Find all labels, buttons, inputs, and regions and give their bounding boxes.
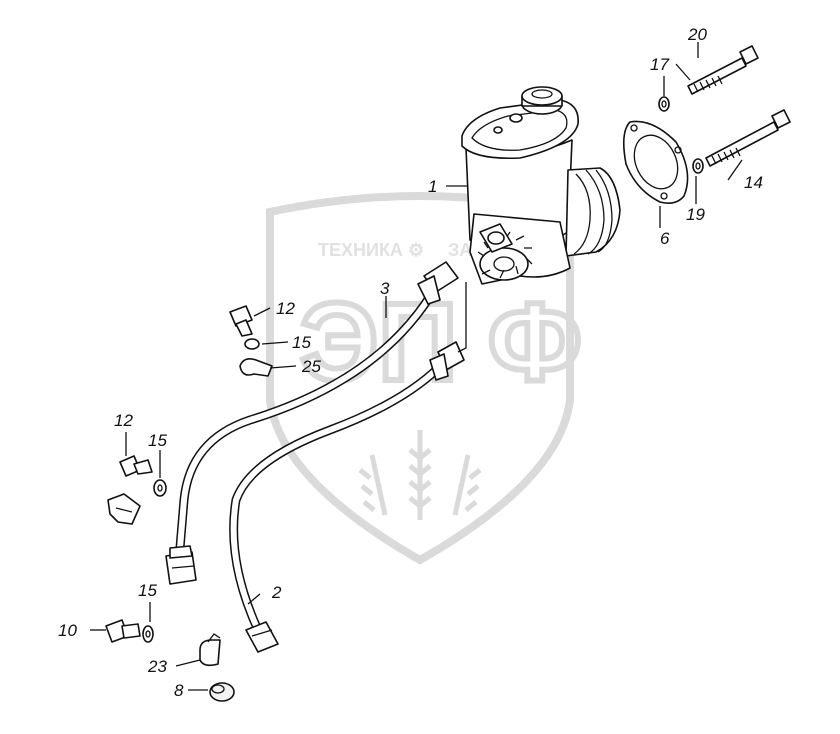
- label-20: 20: [687, 25, 707, 44]
- label-19: 19: [686, 205, 705, 224]
- hose-2-upper-fitting: [429, 341, 465, 381]
- washer-15-upper: [244, 338, 260, 350]
- callout-labels: 1 2 3 6 8 10 12 12 14 15 15 15 17 19 20 …: [58, 25, 763, 700]
- washer-15-middle: [153, 479, 167, 497]
- hose-2-lower-nut: [245, 621, 279, 653]
- bolt-10: [105, 619, 141, 643]
- watermark-logo: ЭП Ф: [300, 281, 582, 404]
- washer-19: [692, 158, 704, 174]
- washer-15-lower: [142, 625, 154, 643]
- leader-lines: [90, 42, 743, 691]
- label-6: 6: [660, 229, 670, 248]
- label-23: 23: [147, 657, 167, 676]
- clamp-25: [239, 358, 273, 377]
- clamp-23: [199, 633, 221, 667]
- label-25: 25: [301, 357, 321, 376]
- hose-2: [229, 341, 465, 653]
- gasket-plate: [622, 120, 689, 204]
- hose-3: [165, 261, 459, 585]
- clamp-bracket: [107, 493, 141, 525]
- label-10: 10: [58, 621, 77, 640]
- watermark-text-left: ТЕХНИКА: [318, 240, 403, 260]
- label-15-upper: 15: [292, 333, 311, 352]
- label-15-lower: 15: [138, 581, 157, 600]
- washer-17: [658, 96, 670, 112]
- pump-assembly: [461, 86, 621, 285]
- cap-8: [209, 682, 235, 702]
- label-12-upper: 12: [276, 299, 295, 318]
- gasket: [622, 120, 689, 204]
- watermark-wheat-icon: [358, 430, 482, 520]
- reservoir-lid: [461, 99, 579, 160]
- watermark-shield: [266, 192, 574, 565]
- label-12-lower: 12: [114, 411, 133, 430]
- label-8: 8: [174, 681, 184, 700]
- hose-3-lower-nut: [165, 545, 197, 585]
- label-17: 17: [650, 55, 669, 74]
- label-15-middle: 15: [148, 431, 167, 450]
- pump-gear: [477, 231, 533, 281]
- watermark-gear-icon: ⚙: [408, 240, 424, 260]
- bolt-20: [687, 45, 759, 95]
- bolt-14: [705, 109, 791, 167]
- hose-3-upper-fitting: [417, 261, 459, 305]
- label-2: 2: [271, 583, 282, 602]
- label-3: 3: [380, 279, 390, 298]
- bolt-12-lower: [119, 455, 153, 477]
- bolt-12-upper: [229, 305, 253, 337]
- label-1: 1: [428, 177, 437, 196]
- label-14: 14: [744, 173, 763, 192]
